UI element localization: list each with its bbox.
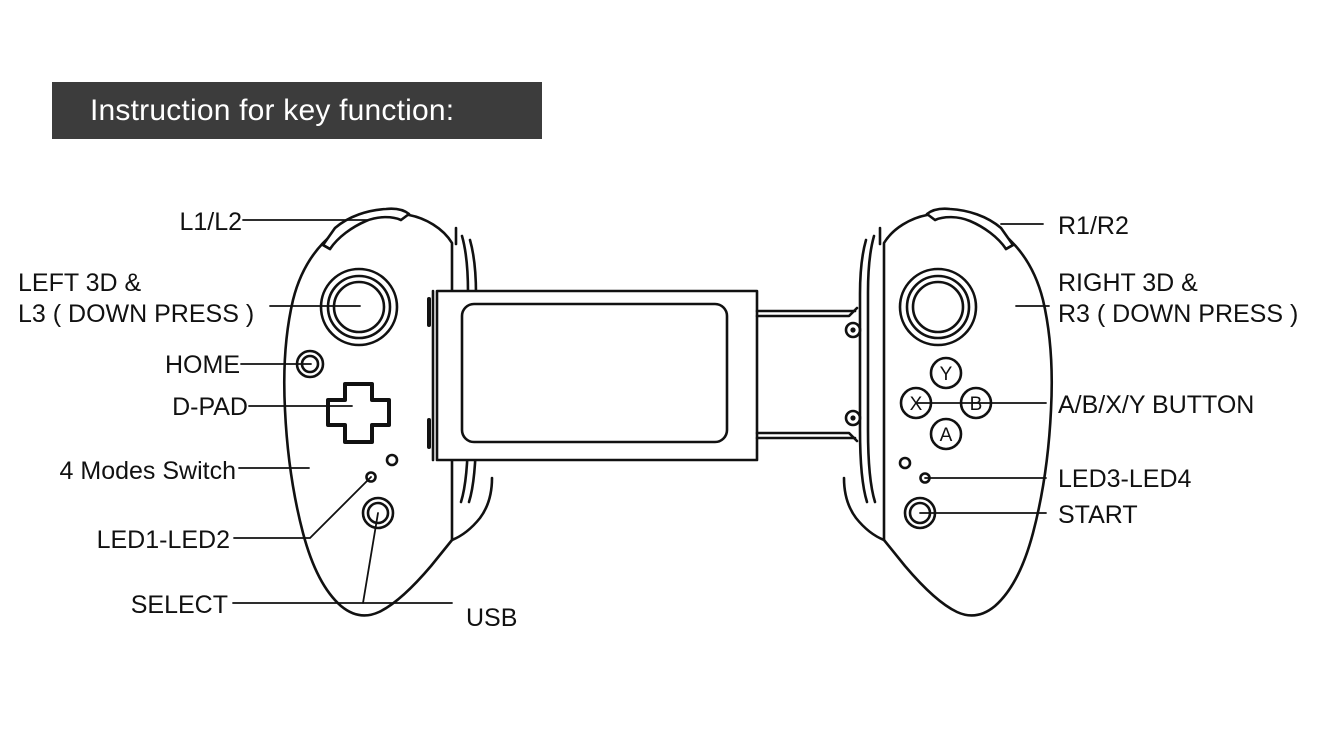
label-start: START [1058, 501, 1138, 529]
label-modes-switch: 4 Modes Switch [59, 457, 236, 485]
button-x-label: X [910, 394, 923, 415]
face-button-cluster [899, 356, 993, 451]
label-d-pad: D-PAD [172, 393, 248, 421]
label-left-3d: LEFT 3D & L3 ( DOWN PRESS ) [18, 269, 255, 328]
right-shoulder-button [925, 207, 1015, 251]
label-abxy-button: A/B/X/Y BUTTON [1058, 391, 1255, 419]
label-r1-r2: R1/R2 [1058, 212, 1129, 240]
label-select: SELECT [130, 591, 228, 619]
leader-lines-left [232, 219, 453, 604]
header-banner: Instruction for key function: [52, 82, 542, 139]
label-led3-led4: LED3-LED4 [1058, 465, 1192, 493]
telescoping-arm [755, 306, 862, 443]
button-b-label: B [970, 394, 983, 415]
page-title: Instruction for key function: [90, 93, 455, 127]
left-analog-stick [319, 267, 399, 347]
label-home: HOME [165, 351, 240, 379]
face-button-letters: Y X B A [910, 364, 983, 446]
phone-clamp [427, 289, 759, 462]
button-a-label: A [940, 425, 953, 446]
label-l1-l2: L1/L2 [179, 208, 242, 236]
label-right-3d: RIGHT 3D & R3 ( DOWN PRESS ) [1058, 269, 1299, 328]
left-shoulder-button [321, 207, 411, 251]
label-led1-led2: LED1-LED2 [96, 526, 230, 554]
leader-lines-right [915, 223, 1050, 514]
label-usb: USB [466, 604, 518, 632]
button-y-label: Y [940, 364, 953, 385]
d-pad [326, 382, 391, 444]
right-analog-stick [898, 267, 978, 347]
